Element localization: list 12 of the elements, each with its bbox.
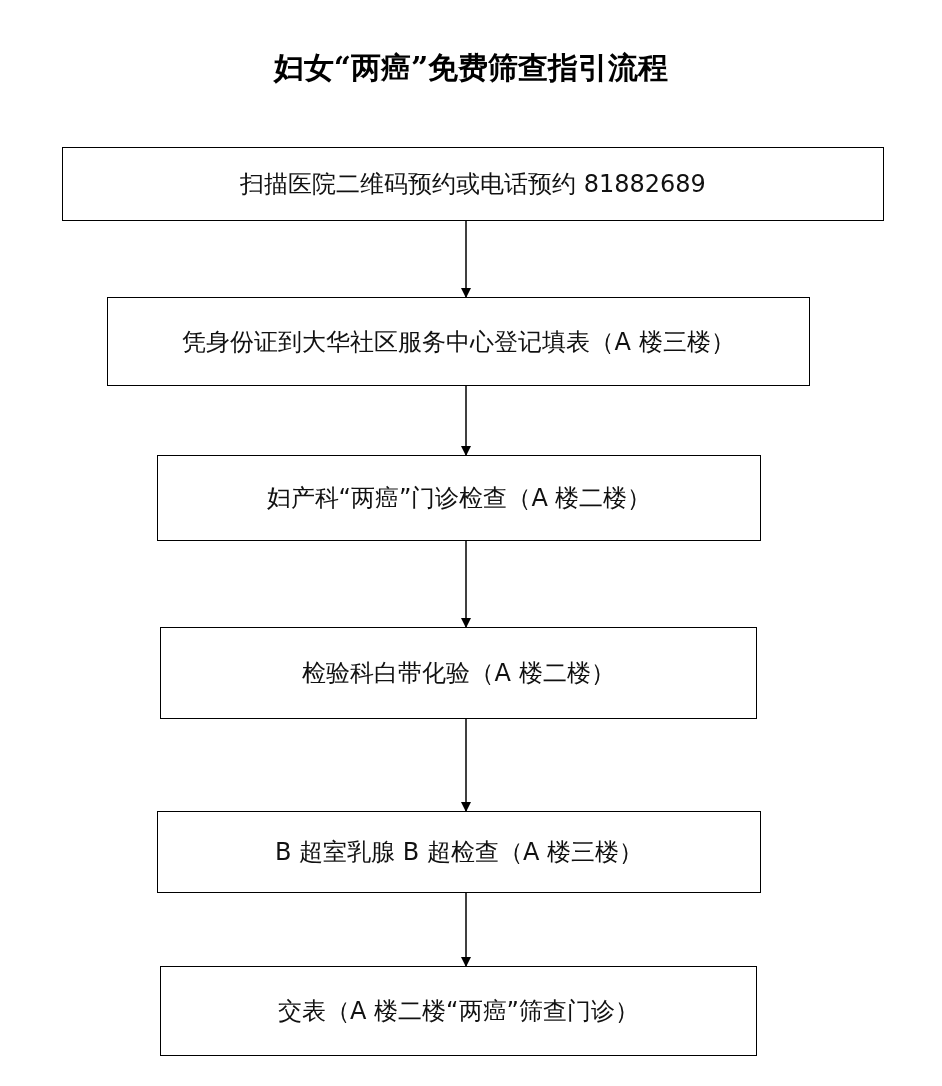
arrow [461,220,471,298]
process-box: 交表（A 楼二楼“两癌”筛查门诊） [160,966,757,1056]
arrow [461,892,471,967]
process-box: 检验科白带化验（A 楼二楼） [160,627,757,719]
process-box: 凭身份证到大华社区服务中心登记填表（A 楼三楼） [107,297,810,386]
process-box: 妇产科“两癌”门诊检查（A 楼二楼） [157,455,761,541]
arrow [461,540,471,628]
process-box: 扫描医院二维码预约或电话预约 81882689 [62,147,884,221]
arrow [461,718,471,812]
title: 妇女“两癌”免费筛查指引流程 [272,49,670,87]
arrow [461,385,471,456]
process-box: B 超室乳腺 B 超检查（A 楼三楼） [157,811,761,893]
